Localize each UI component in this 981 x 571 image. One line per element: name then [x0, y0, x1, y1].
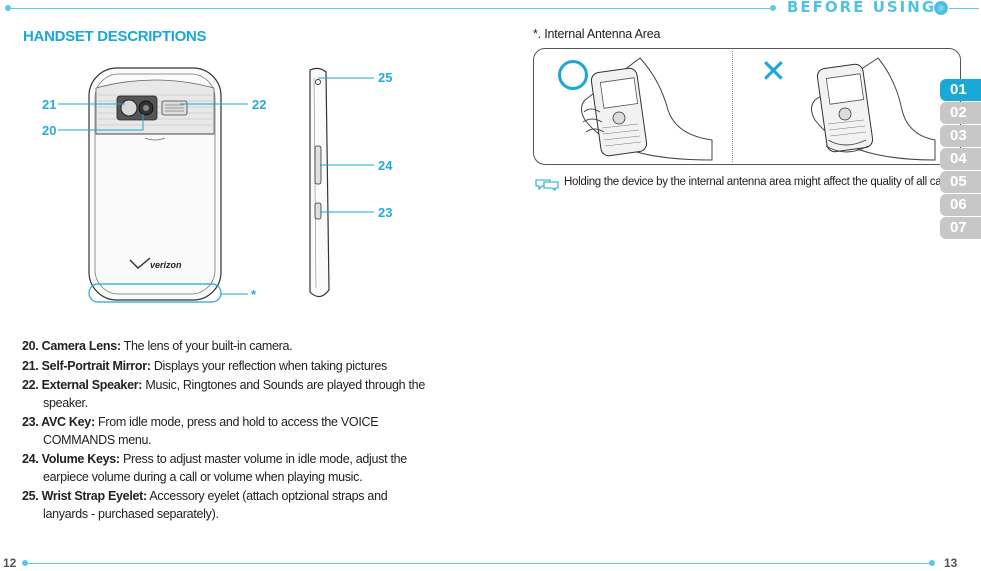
callout-24: 24 — [378, 158, 393, 173]
description-term: 20. Camera Lens: — [22, 339, 121, 353]
description-text: Press to adjust master volume in idle mo… — [43, 452, 407, 484]
tab-07[interactable]: 07 — [940, 217, 981, 239]
header-rule — [8, 8, 771, 9]
description-text: From idle mode, press and hold to access… — [43, 415, 379, 447]
antenna-divider — [732, 51, 733, 162]
callout-25: 25 — [378, 70, 393, 85]
tab-04[interactable]: 04 — [940, 148, 981, 170]
description-item: 25. Wrist Strap Eyelet: Accessory eyelet… — [22, 488, 432, 523]
correct-hold-illustration — [581, 57, 713, 161]
incorrect-hold-x-mark: ✕ — [760, 52, 787, 90]
footer-rule-dot — [22, 560, 28, 566]
header-rule-dot — [5, 5, 11, 11]
description-text: Music, Ringtones and Sounds are played t… — [43, 378, 425, 410]
description-item: 23. AVC Key: From idle mode, press and h… — [22, 414, 432, 449]
section-title: HANDSET DESCRIPTIONS — [23, 28, 207, 45]
description-term: 25. Wrist Strap Eyelet: — [22, 489, 147, 503]
chapter-title: BEFORE USING — [787, 0, 937, 16]
description-text: Accessory eyelet (attach optzional strap… — [43, 489, 388, 521]
footer-rule — [26, 563, 931, 564]
callout-lines — [58, 77, 374, 295]
correct-hold-circle-mark — [558, 60, 588, 90]
chapter-tabs: 01 02 03 04 05 06 07 — [940, 79, 981, 240]
note-icon — [535, 179, 559, 191]
description-term: 22. External Speaker: — [22, 378, 143, 392]
footer-rule-dot — [929, 560, 935, 566]
description-item: 20. Camera Lens: The lens of your built-… — [22, 338, 432, 356]
tab-02[interactable]: 02 — [940, 102, 981, 124]
phone-side-view — [309, 67, 330, 298]
description-text: Displays your reflection when taking pic… — [150, 358, 387, 373]
callout-antenna-star: * — [251, 287, 257, 302]
header-glow-dot — [934, 1, 948, 15]
tab-03[interactable]: 03 — [940, 125, 981, 147]
header-rule-right — [949, 8, 979, 9]
description-text: The lens of your built-in camera. — [120, 339, 293, 353]
description-term: 23. AVC Key: — [22, 415, 95, 429]
verizon-logo-text: verizon — [150, 260, 182, 270]
antenna-area-title: *. Internal Antenna Area — [533, 27, 661, 41]
description-item: 22. External Speaker: Music, Ringtones a… — [22, 377, 432, 412]
tab-05[interactable]: 05 — [940, 171, 981, 193]
header-rule-dot — [770, 5, 776, 11]
tab-01[interactable]: 01 — [940, 79, 981, 101]
phone-back-view: verizon — [88, 67, 222, 303]
callout-20: 20 — [42, 123, 57, 138]
page-number-left: 12 — [3, 556, 17, 570]
callout-21: 21 — [42, 97, 57, 112]
description-item: 24. Volume Keys: Press to adjust master … — [22, 451, 432, 486]
description-term: 24. Volume Keys: — [22, 452, 120, 466]
callout-22: 22 — [252, 97, 267, 112]
description-item: 21. Self-Portrait Mirror: Displays your … — [22, 358, 432, 376]
description-term: 21. Self-Portrait Mirror: — [22, 358, 151, 373]
incorrect-hold-illustration — [811, 57, 936, 161]
tab-06[interactable]: 06 — [940, 194, 981, 216]
callout-23: 23 — [378, 205, 393, 220]
handset-description-list: 20. Camera Lens: The lens of your built-… — [22, 338, 432, 525]
page-number-right: 13 — [944, 556, 958, 570]
antenna-note-text: Holding the device by the internal anten… — [564, 176, 955, 188]
